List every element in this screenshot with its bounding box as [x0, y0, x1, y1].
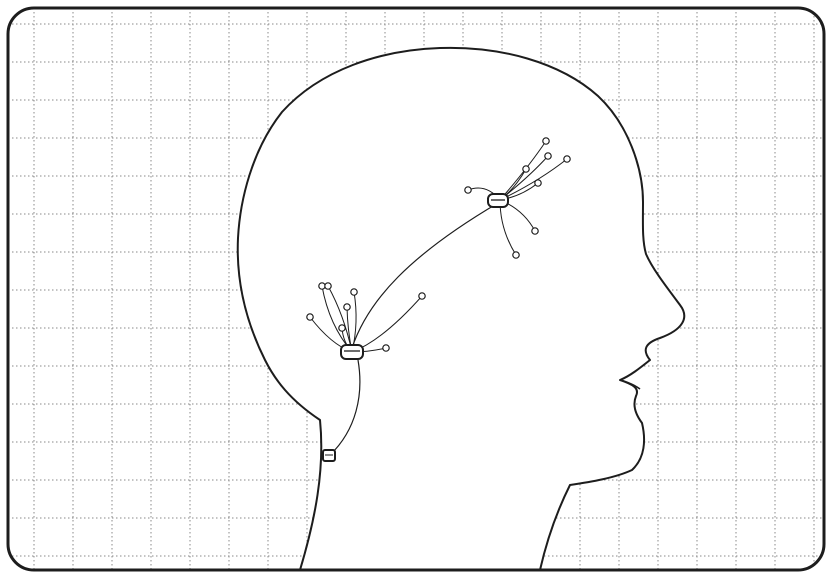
frontal-connector — [488, 194, 508, 207]
neck-plug — [323, 450, 335, 461]
electrode-pad — [344, 304, 350, 310]
electrode-pad — [535, 180, 541, 186]
electrode-pad — [419, 293, 425, 299]
electrode-pad — [523, 166, 529, 172]
electrode-pad — [545, 153, 551, 159]
electrode-pad — [307, 314, 313, 320]
electrode-pad — [383, 345, 389, 351]
electrode-pad — [339, 325, 345, 331]
electrode-pad — [351, 289, 357, 295]
electrode-pad — [513, 252, 519, 258]
electrode-pad — [564, 156, 570, 162]
occipital-connector — [341, 345, 363, 359]
electrode-pad — [543, 138, 549, 144]
electrode-pad — [465, 187, 471, 193]
electrode-pad — [532, 228, 538, 234]
electrode-pad — [325, 283, 331, 289]
